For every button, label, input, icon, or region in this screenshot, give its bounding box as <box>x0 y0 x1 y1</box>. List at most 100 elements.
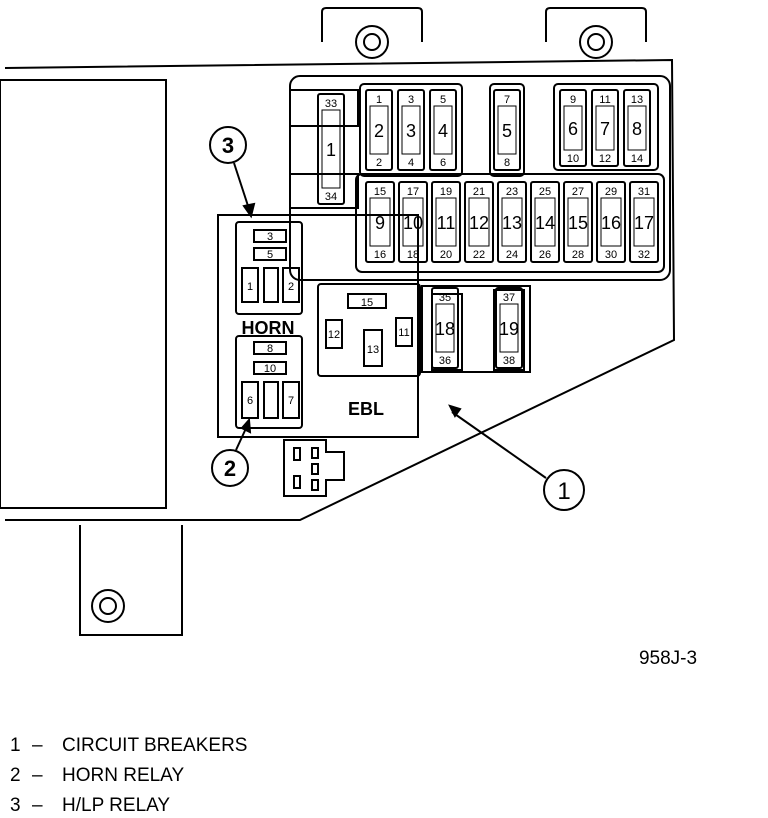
fuse-pin-bottom: 16 <box>374 249 386 261</box>
fuse-number: 12 <box>469 213 489 233</box>
fuse-pin-top: 9 <box>570 94 576 106</box>
fuse-pin-top: 31 <box>638 186 650 198</box>
fuse-element <box>567 197 589 247</box>
horn-label: HORN <box>242 318 295 338</box>
fuse-pin-bottom: 8 <box>504 157 510 169</box>
fuse-body <box>629 181 659 263</box>
ebl-pin-13 <box>363 329 383 367</box>
fuse-element <box>595 105 615 151</box>
legend-item-1: 1–CIRCUIT BREAKERS <box>10 735 247 757</box>
relay-center-outline <box>217 214 419 438</box>
fuse-number: 3 <box>406 121 416 141</box>
fuse-body <box>495 287 523 369</box>
fuse-element <box>435 197 457 247</box>
circuit-breaker-19: 37 19 38 <box>495 287 523 369</box>
legend-text: CIRCUIT BREAKERS <box>62 735 248 756</box>
callout-2 <box>211 417 252 487</box>
fuse-5: 758 <box>493 89 521 171</box>
legend-dash: – <box>32 735 43 756</box>
fuse-pin-top: 19 <box>440 186 452 198</box>
fuse-pin-bottom: 18 <box>407 249 419 261</box>
fuse-number: 13 <box>502 213 522 233</box>
legend-item-2: 2–HORN RELAY <box>10 765 184 787</box>
callout-1-label: 1 <box>557 478 570 505</box>
fuse-body <box>429 89 457 171</box>
fuse-number: 15 <box>568 213 588 233</box>
fuse-pin-top: 23 <box>506 186 518 198</box>
mounting-tab-bottom <box>79 525 183 636</box>
fuse-element <box>402 197 424 247</box>
fuse-number: 8 <box>632 119 642 139</box>
fuse-number: 4 <box>438 121 448 141</box>
fuse-pin-bottom: 24 <box>506 249 518 261</box>
fuse-number: 14 <box>535 213 555 233</box>
fuse-pin-top: 15 <box>374 186 386 198</box>
fuse-pin-bottom: 36 <box>439 355 451 367</box>
hlp-relay-socket <box>235 221 303 315</box>
fuse-number: 6 <box>568 119 578 139</box>
fuse-pin-bottom: 2 <box>376 157 382 169</box>
relay-label-7: 7 <box>288 395 294 407</box>
legend-dash: – <box>32 765 43 786</box>
fuse-pin-top: 29 <box>605 186 617 198</box>
connector-pin <box>311 447 319 459</box>
fuse-6: 9 6 10 <box>559 89 587 167</box>
fuse-body <box>559 89 587 167</box>
connector-plug <box>283 439 345 497</box>
fuse-element <box>321 109 341 189</box>
relay-label-8: 8 <box>267 343 273 355</box>
fuse-number: 18 <box>435 319 455 339</box>
fuse-body <box>596 181 626 263</box>
fuse-body <box>591 89 619 167</box>
fuse-block-notch-top <box>290 89 359 127</box>
relay-pin-2 <box>282 267 300 303</box>
fuse-pin-bottom: 10 <box>567 153 579 165</box>
ebl-label-11: 11 <box>398 327 409 339</box>
fuse-top-row-frame <box>359 83 463 177</box>
ebl-pin-15 <box>347 293 387 309</box>
fuse-number: 19 <box>499 319 519 339</box>
figure-id: 958J-3 <box>639 648 697 669</box>
fuse-pin-top: 11 <box>599 94 610 106</box>
connector-pin <box>293 447 301 461</box>
fuse-number: 17 <box>634 213 654 233</box>
fuse-pin-bottom: 38 <box>503 355 515 367</box>
fuse-body <box>530 181 560 263</box>
fuse-body <box>497 181 527 263</box>
relay-pin-6 <box>241 381 259 419</box>
fuse-number: 1 <box>326 140 336 160</box>
ebl-pin-11 <box>395 317 413 347</box>
mounting-tab-top-left <box>321 7 423 59</box>
ebl-label-13: 13 <box>367 344 379 356</box>
mounting-tab-top-right <box>545 7 647 59</box>
fuse-pin-top: 25 <box>539 186 551 198</box>
fuse-pin-top: 1 <box>376 94 382 106</box>
fuse-number: 11 <box>437 213 456 233</box>
relay-label-10: 10 <box>264 363 276 375</box>
ebl-label-12: 12 <box>328 329 340 341</box>
horn-relay-socket <box>235 335 303 429</box>
ebl-label: EBL <box>348 399 384 419</box>
fuse-element <box>369 105 389 155</box>
relay-pin-8 <box>253 341 287 355</box>
legend-item-3: 3–H/LP RELAY <box>10 795 170 817</box>
fuse-row-bottom: 1591617101819112021122223132425142627152… <box>365 181 659 263</box>
callout-2-label: 2 <box>224 456 236 481</box>
fuse-4: 546 <box>429 89 457 171</box>
fuse-pin-top: 37 <box>503 292 515 304</box>
cb-holder-right <box>493 289 525 371</box>
fuse-pin-bottom: 4 <box>408 157 414 169</box>
relay-label-3: 3 <box>267 231 273 243</box>
fuse-block-frame <box>289 75 671 281</box>
fuse-element <box>468 197 490 247</box>
fuse-element <box>369 197 391 247</box>
